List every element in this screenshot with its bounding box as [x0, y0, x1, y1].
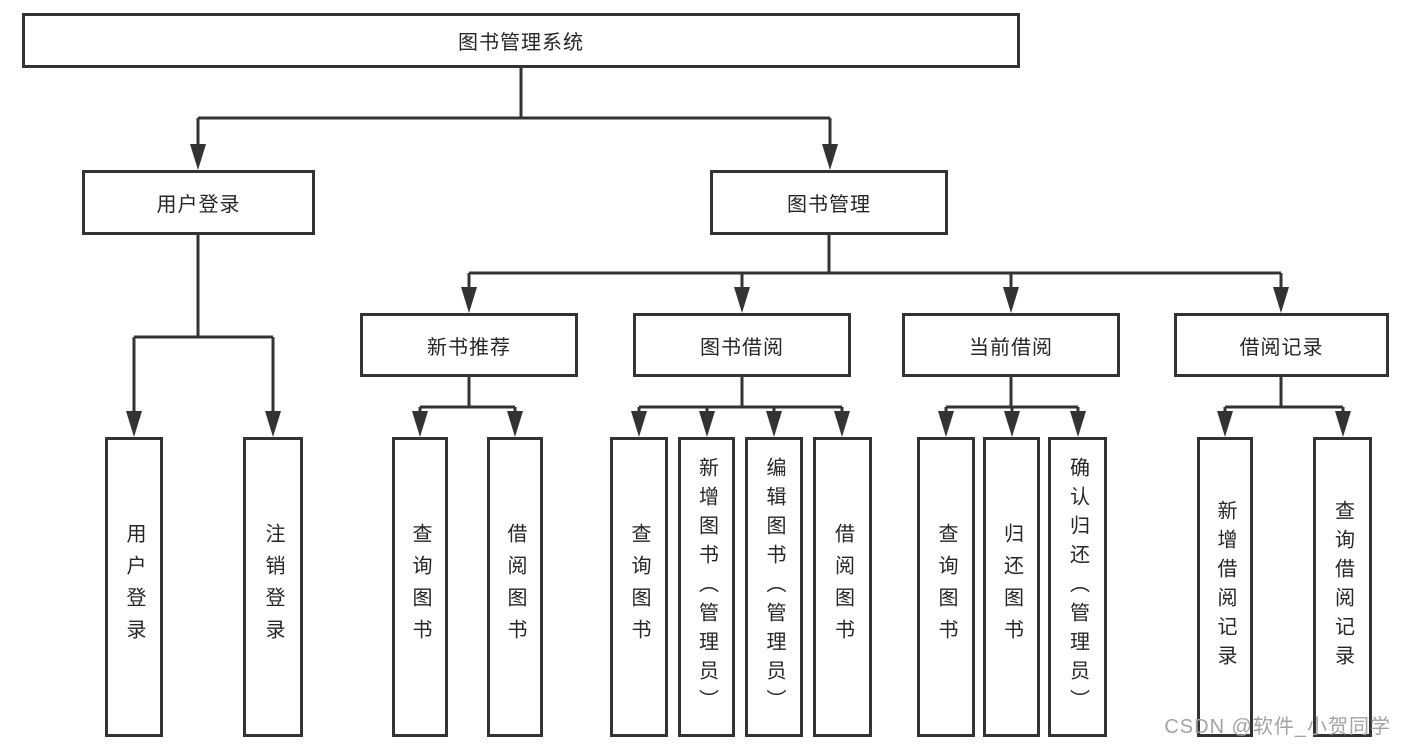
leaf-query-borrow-record-label: 查询借阅记录: [1331, 500, 1354, 674]
node-new-book-recommend: 新书推荐: [360, 313, 578, 377]
node-new-book-recommend-label: 新书推荐: [427, 336, 511, 359]
leaf-add-book-admin: 新增图书（管理员）: [678, 437, 735, 737]
node-borrow-records-label: 借阅记录: [1239, 336, 1324, 359]
node-user-login-label: 用户登录: [156, 194, 241, 216]
node-current-borrow-label: 当前借阅: [969, 336, 1053, 359]
leaf-confirm-return-admin-label: 确认归还（管理员）: [1066, 456, 1089, 718]
node-root-label: 图书管理系统: [458, 32, 584, 54]
leaf-add-borrow-record-label: 新增借阅记录: [1214, 500, 1236, 674]
node-book-management: 图书管理: [710, 170, 948, 235]
leaf-edit-book-admin-label: 编辑图书（管理员）: [763, 456, 785, 718]
node-root: 图书管理系统: [22, 13, 1020, 68]
node-book-borrow-label: 图书借阅: [700, 336, 784, 359]
leaf-borrow-books-2: 借阅图书: [813, 437, 872, 737]
leaf-confirm-return-admin: 确认归还（管理员）: [1048, 437, 1107, 737]
leaf-borrow-books-2-label: 借阅图书: [831, 523, 854, 651]
node-book-borrow: 图书借阅: [633, 313, 851, 377]
leaf-logout: 注销登录: [243, 437, 303, 737]
leaf-add-book-admin-label: 新增图书（管理员）: [695, 456, 718, 718]
leaf-query-books-1-label: 查询图书: [409, 523, 431, 651]
leaf-edit-book-admin: 编辑图书（管理员）: [745, 437, 803, 737]
leaf-query-books-3-label: 查询图书: [935, 523, 957, 651]
leaf-query-books-1: 查询图书: [392, 437, 448, 737]
leaf-query-borrow-record: 查询借阅记录: [1313, 437, 1372, 737]
leaf-borrow-books-1-label: 借阅图书: [504, 523, 526, 651]
leaf-user-login-label: 用户登录: [123, 523, 145, 651]
watermark-text: CSDN @软件_小贺同学: [1164, 716, 1391, 738]
leaf-query-books-2: 查询图书: [610, 437, 668, 737]
node-borrow-records: 借阅记录: [1174, 313, 1389, 377]
leaf-return-book: 归还图书: [983, 437, 1040, 737]
leaf-query-books-3: 查询图书: [917, 437, 975, 737]
leaf-logout-label: 注销登录: [262, 523, 284, 651]
leaf-query-books-2-label: 查询图书: [628, 523, 650, 651]
leaf-borrow-books-1: 借阅图书: [487, 437, 543, 737]
arrowhead-icons: [126, 144, 1351, 437]
node-user-login: 用户登录: [82, 170, 315, 235]
node-book-management-label: 图书管理: [787, 194, 871, 216]
node-current-borrow: 当前借阅: [902, 313, 1120, 377]
leaf-return-book-label: 归还图书: [1000, 523, 1023, 651]
leaf-user-login: 用户登录: [105, 437, 163, 737]
leaf-add-borrow-record: 新增借阅记录: [1197, 437, 1253, 737]
